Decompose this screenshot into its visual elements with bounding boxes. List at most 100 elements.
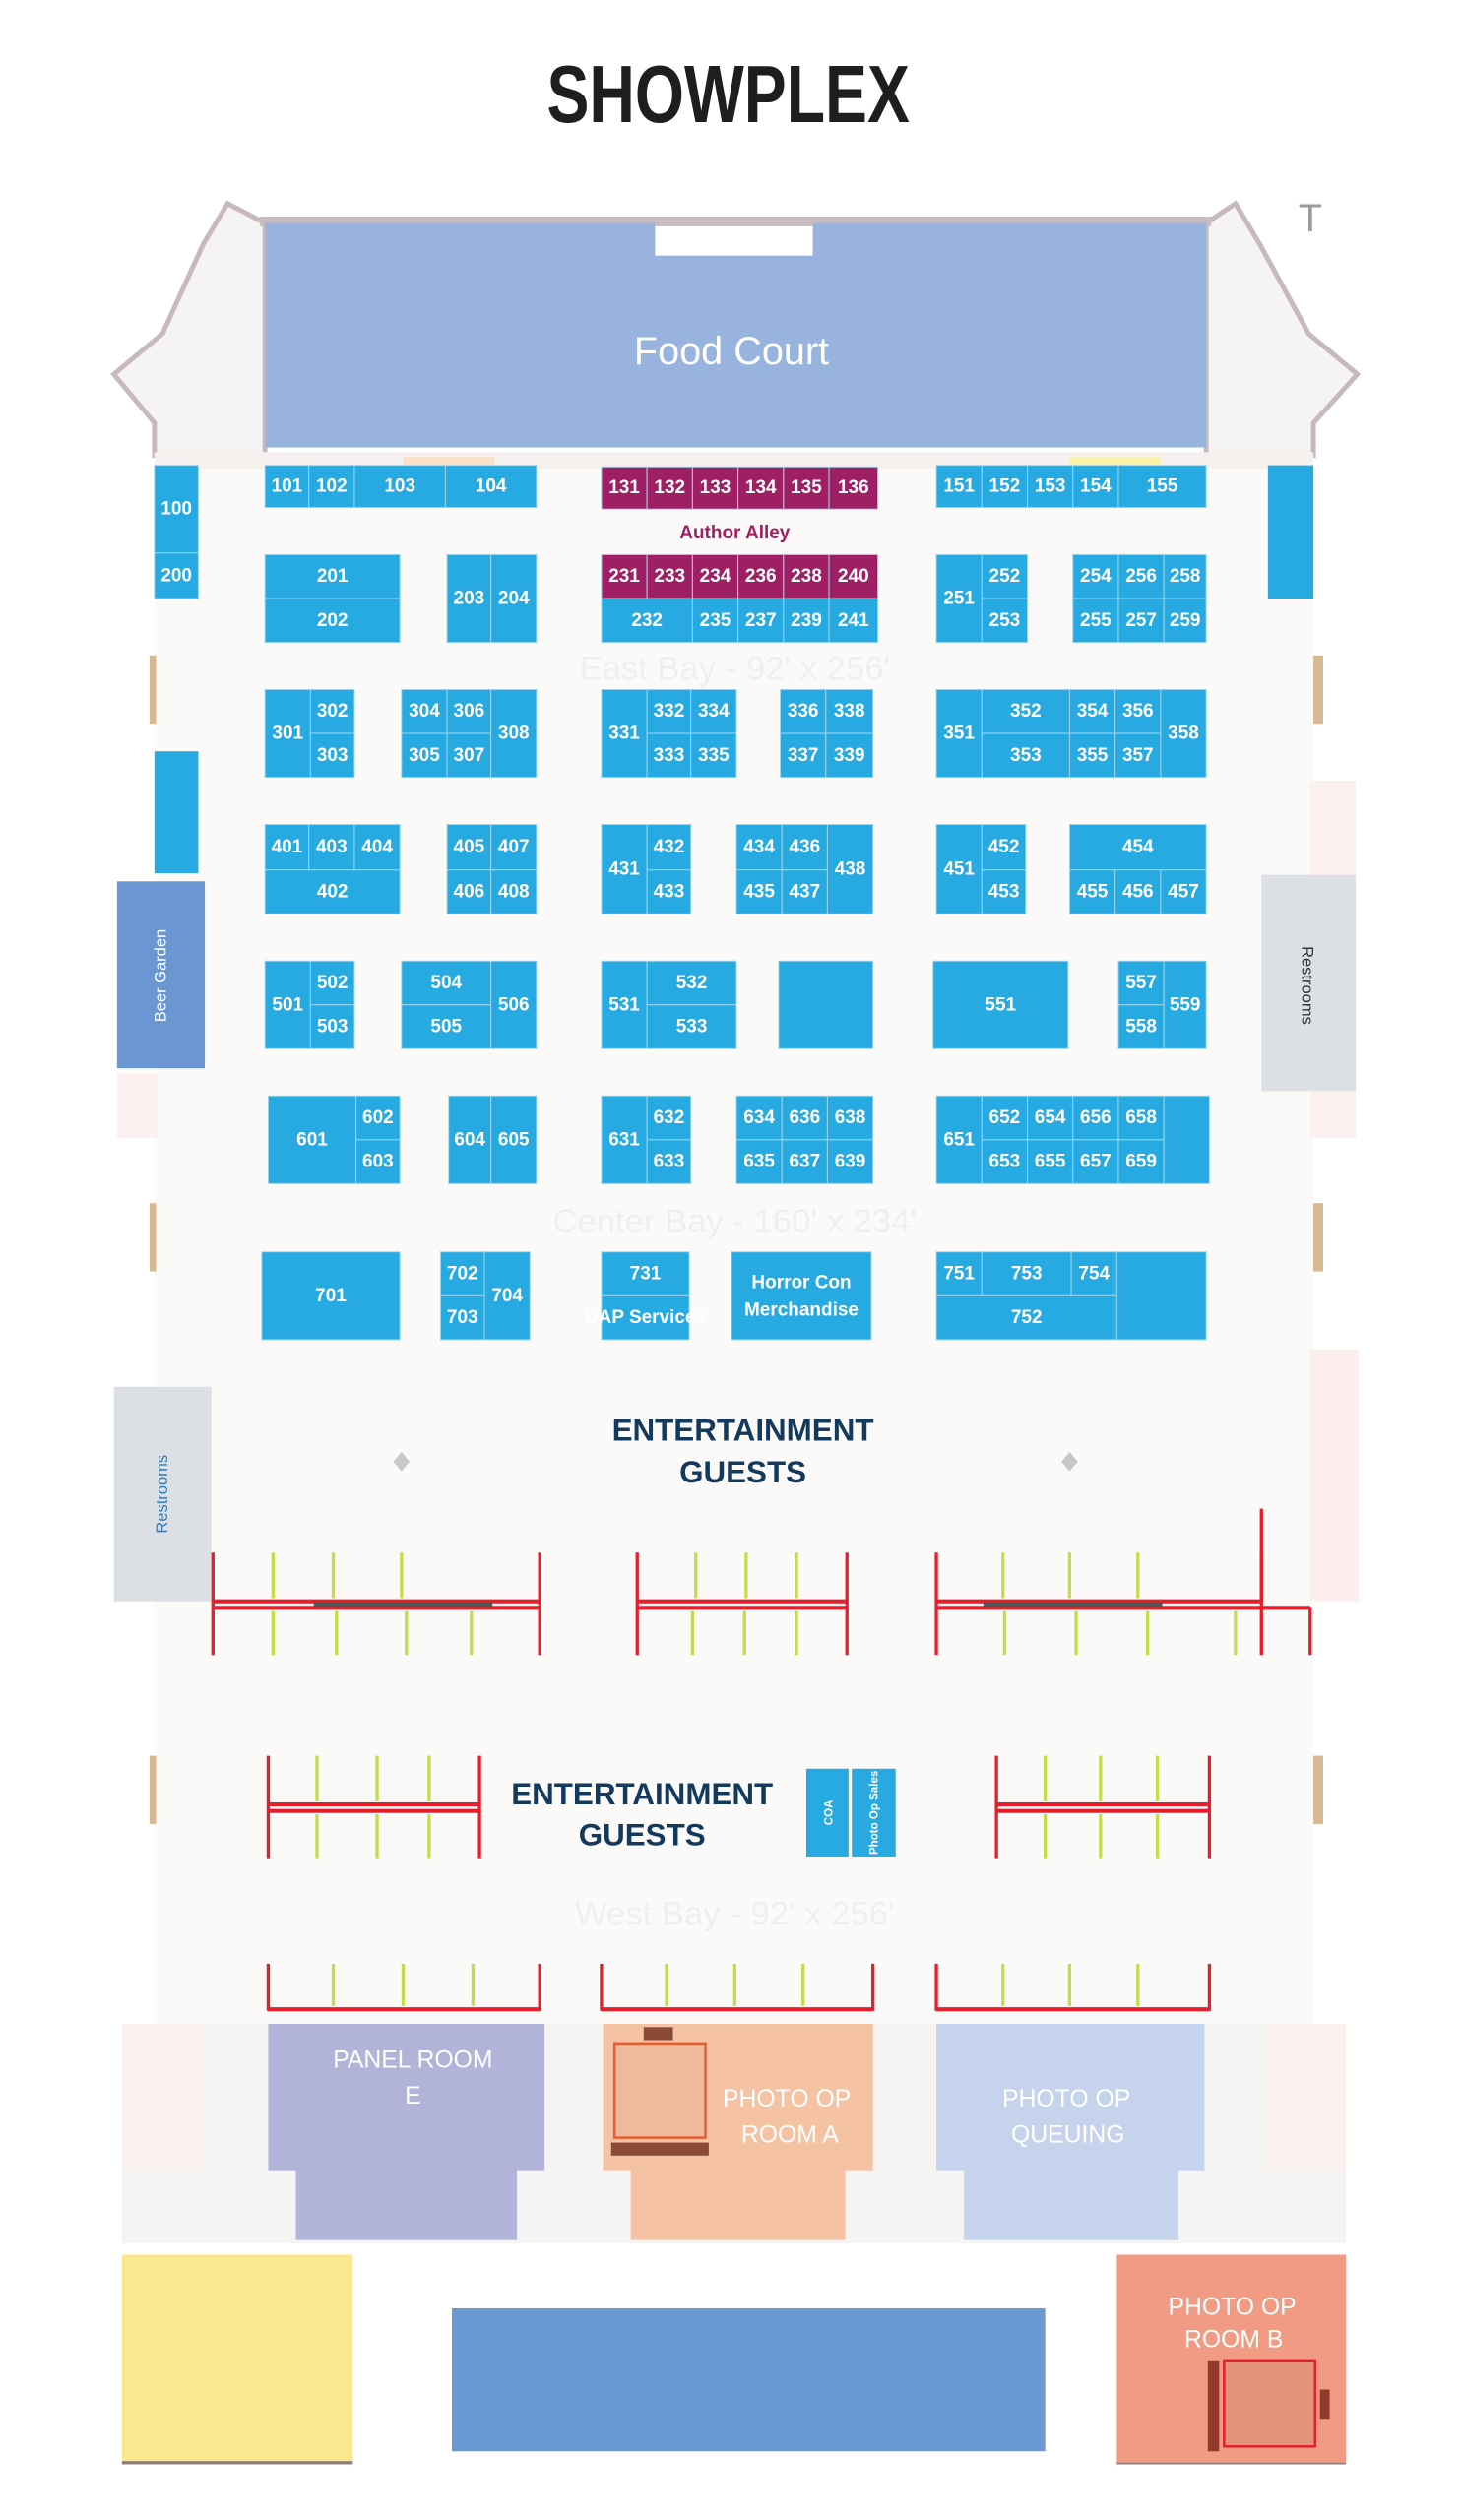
booth-unnumbered[interactable] — [778, 960, 874, 1049]
photo-op-sales-booth[interactable]: Photo Op Sales — [852, 1768, 896, 1857]
booth-dap-services[interactable]: DAP Services — [585, 1294, 706, 1341]
booth-632[interactable]: 632 — [646, 1095, 692, 1141]
booth-334[interactable]: 334 — [690, 688, 737, 734]
booth-237[interactable]: 237 — [737, 598, 785, 644]
booth-box[interactable] — [935, 553, 983, 644]
booth-box[interactable] — [826, 824, 874, 914]
booth-box[interactable] — [737, 553, 785, 599]
booth-252[interactable]: 252 — [981, 553, 1028, 599]
booth-353[interactable]: 353 — [981, 732, 1070, 779]
booth-box[interactable] — [1068, 732, 1116, 779]
booth-651[interactable]: 651 — [935, 1095, 983, 1184]
booth-box[interactable] — [1114, 688, 1162, 734]
booth-703[interactable]: 703 — [439, 1294, 485, 1341]
booth-438[interactable]: 438 — [826, 824, 874, 914]
photo-op-room-a[interactable]: PHOTO OP ROOM A — [603, 2024, 873, 2240]
booth-337[interactable]: 337 — [780, 732, 827, 779]
booth-753[interactable]: 753 — [981, 1251, 1072, 1296]
booth-box[interactable] — [1072, 465, 1119, 509]
booth-454[interactable]: 454 — [1068, 824, 1207, 871]
booth-403[interactable]: 403 — [308, 824, 355, 871]
booth-257[interactable]: 257 — [1117, 598, 1165, 644]
booth-box[interactable] — [446, 688, 492, 734]
booth-box[interactable] — [781, 824, 828, 871]
booth-203[interactable]: 203 — [446, 553, 492, 644]
booth-box[interactable] — [490, 553, 538, 644]
booth-531[interactable]: 531 — [601, 960, 648, 1049]
booth-box[interactable] — [1117, 1139, 1165, 1184]
booth-656[interactable]: 656 — [1072, 1095, 1119, 1141]
booth-box[interactable] — [691, 466, 739, 510]
booth-box[interactable] — [264, 960, 311, 1049]
booth-603[interactable]: 603 — [355, 1139, 401, 1184]
booth-301[interactable]: 301 — [264, 688, 311, 779]
booth-box[interactable] — [1160, 869, 1207, 914]
booth-box[interactable] — [981, 598, 1028, 644]
booth-702[interactable]: 702 — [439, 1251, 485, 1296]
booth-box[interactable] — [353, 465, 446, 509]
booth-box[interactable] — [981, 869, 1027, 914]
booth-406[interactable]: 406 — [446, 869, 492, 914]
booth-box[interactable] — [646, 1004, 737, 1049]
booth-631[interactable]: 631 — [601, 1095, 648, 1184]
booth-box[interactable] — [401, 960, 492, 1006]
booth-241[interactable]: 241 — [828, 598, 879, 644]
booth-box[interactable] — [446, 732, 492, 779]
booth-432[interactable]: 432 — [646, 824, 692, 871]
booth-333[interactable]: 333 — [646, 732, 692, 779]
booth-232[interactable]: 232 — [601, 598, 693, 644]
booth-box[interactable] — [490, 824, 538, 871]
booth-259[interactable]: 259 — [1163, 598, 1207, 644]
booth-box[interactable] — [308, 824, 355, 871]
booth-100[interactable]: 100 — [154, 465, 199, 554]
booth-601[interactable]: 601 — [267, 1095, 357, 1184]
beer-garden[interactable]: Beer Garden — [116, 881, 206, 1069]
booth-box[interactable] — [981, 465, 1028, 509]
booth-558[interactable]: 558 — [1117, 1004, 1165, 1049]
booth-134[interactable]: 134 — [737, 466, 785, 510]
booth-354[interactable]: 354 — [1068, 688, 1116, 734]
booth-103[interactable]: 103 — [353, 465, 446, 509]
booth-box[interactable] — [690, 688, 737, 734]
booth-652[interactable]: 652 — [981, 1095, 1028, 1141]
booth-box[interactable] — [646, 553, 693, 599]
booth-437[interactable]: 437 — [781, 869, 828, 914]
booth-431[interactable]: 431 — [601, 824, 648, 914]
booth-233[interactable]: 233 — [646, 553, 693, 599]
booth-box[interactable] — [1163, 1095, 1210, 1184]
booth-751[interactable]: 751 — [935, 1251, 983, 1296]
booth-533[interactable]: 533 — [646, 1004, 737, 1049]
booth-704[interactable]: 704 — [483, 1251, 531, 1341]
booth-box[interactable] — [601, 824, 648, 914]
booth-633[interactable]: 633 — [646, 1139, 692, 1184]
booth-box[interactable] — [490, 688, 538, 779]
booth-box[interactable] — [490, 869, 538, 914]
booth-358[interactable]: 358 — [1160, 688, 1207, 779]
booth-box[interactable] — [1160, 688, 1207, 779]
booth-box[interactable] — [981, 1251, 1072, 1296]
booth-unnumbered[interactable] — [1163, 1095, 1210, 1184]
restrooms-right[interactable]: Restrooms — [1261, 874, 1357, 1092]
booth-box[interactable] — [1072, 1139, 1119, 1184]
booth-239[interactable]: 239 — [783, 598, 830, 644]
coa-booth[interactable]: COA — [805, 1768, 849, 1857]
booth-box[interactable] — [1117, 598, 1165, 644]
booth-338[interactable]: 338 — [825, 688, 874, 734]
photo-op-queuing[interactable]: PHOTO OP QUEUING — [936, 2024, 1205, 2240]
booth-box[interactable] — [646, 466, 693, 510]
booth-box[interactable] — [826, 1095, 874, 1141]
booth-305[interactable]: 305 — [401, 732, 448, 779]
booth-box[interactable] — [932, 960, 1069, 1049]
booth-box[interactable] — [601, 1095, 648, 1184]
booth-201[interactable]: 201 — [264, 553, 401, 599]
booth-box[interactable] — [828, 598, 879, 644]
booth-104[interactable]: 104 — [444, 465, 538, 509]
booth-356[interactable]: 356 — [1114, 688, 1162, 734]
booth-box[interactable] — [601, 466, 648, 510]
booth-604[interactable]: 604 — [448, 1095, 492, 1184]
booth-501[interactable]: 501 — [264, 960, 311, 1049]
booth-307[interactable]: 307 — [446, 732, 492, 779]
booth-box[interactable] — [308, 465, 355, 509]
booth-box[interactable] — [261, 1251, 401, 1341]
booth-153[interactable]: 153 — [1027, 465, 1074, 509]
